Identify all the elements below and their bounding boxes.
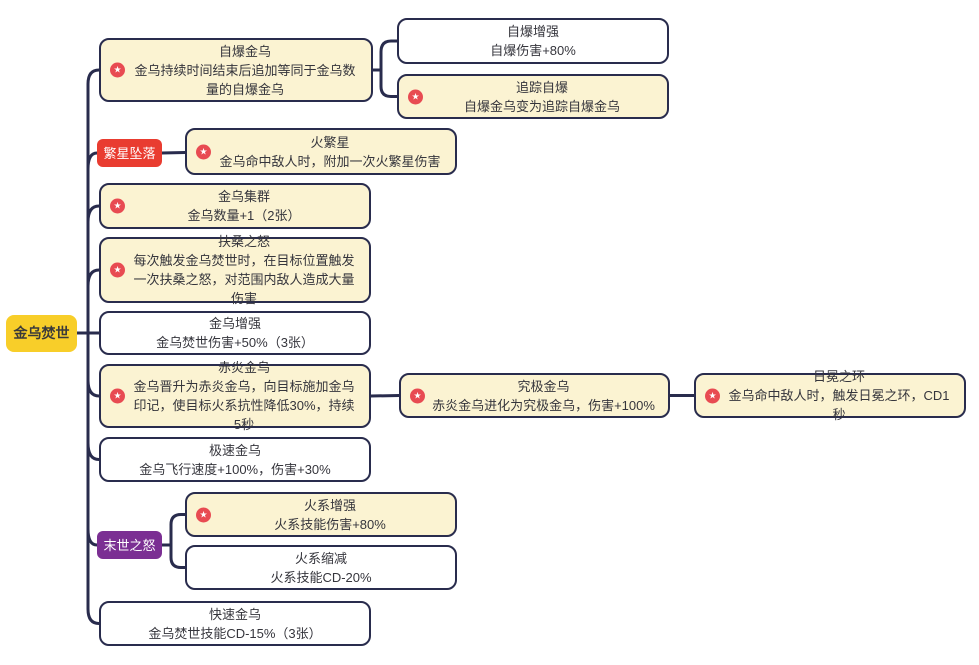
node-title: 末世之怒 [103,537,156,553]
node-huo-fanxing[interactable]: ★ 火繁星金乌命中敌人时，附加一次火繁星伤害 [185,128,457,175]
connector-path [86,527,99,547]
node-title: 极速金乌 [208,442,261,458]
node-title: 金乌焚世 [13,325,70,341]
node-title: 金乌集群 [217,189,270,204]
node-title: 追踪自爆 [515,79,568,95]
node-title: 自爆增强 [506,24,559,39]
node-fusang-zhinu[interactable]: ★ 扶桑之怒每次触发金乌焚世时，在目标位置触发一次扶桑之怒，对范围内敌人造成大量伤… [99,234,371,306]
node-desc: 自爆伤害+80% [490,43,576,58]
node-desc: 金乌持续时间结束后追加等同于金乌数量的自爆金乌 [134,62,356,97]
connector-path [86,378,101,398]
star-icon: ★ [110,198,125,214]
star-icon: ★ [705,388,720,403]
connector-path [86,68,101,625]
star-icon: ★ [110,388,125,404]
node-root[interactable]: 金乌焚世 [6,315,77,352]
node-jisu-jinwu[interactable]: 极速金乌金乌飞行速度+100%，伤害+30% [99,437,371,482]
node-fanxing-zhuiluo[interactable]: 繁星坠落 [97,139,162,167]
node-desc: 金乌命中敌人时，触发日冕之环，CD1秒 [728,388,950,422]
node-title: 快速金乌 [208,606,261,622]
node-huoxi-suojian[interactable]: 火系缩减火系技能CD-20% [185,545,457,590]
node-title: 金乌增强 [208,316,261,331]
node-jinwu-zengqiang[interactable]: 金乌增强金乌焚世伤害+50%（3张） [99,311,371,355]
node-desc: 火系技能伤害+80% [274,516,386,532]
star-icon: ★ [196,507,211,522]
node-jinwu-jiqun[interactable]: ★ 金乌集群金乌数量+1（2张） [99,183,371,229]
node-desc: 金乌命中敌人时，附加一次火繁星伤害 [219,153,441,169]
node-title: 究极金乌 [517,378,570,394]
connector-path [379,68,399,98]
node-title: 赤炎金乌 [217,360,270,375]
node-desc: 赤炎金乌进化为究极金乌，伤害+100% [432,397,655,413]
node-kuaisu-jinwu[interactable]: 快速金乌金乌焚世技能CD-15%（3张） [99,601,371,646]
node-zibao-zengqiang[interactable]: 自爆增强自爆伤害+80% [397,18,669,64]
connector-path [86,441,101,461]
node-rimian-zhihuan[interactable]: ★ 日冕之环金乌命中敌人时，触发日冕之环，CD1秒 [694,369,966,422]
connector-path [86,268,101,288]
star-icon: ★ [196,144,211,159]
node-zibao-jinwu[interactable]: ★ 自爆金乌金乌持续时间结束后追加等同于金乌数量的自爆金乌 [99,38,373,102]
node-title: 日冕之环 [812,369,865,384]
node-title: 繁星坠落 [103,145,156,161]
star-icon: ★ [410,388,425,403]
node-desc: 火系技能CD-20% [270,569,372,585]
node-desc: 金乌飞行速度+100%，伤害+30% [139,461,331,477]
connector-path [169,513,187,547]
node-chiyan-jinwu[interactable]: ★ 赤炎金乌金乌晋升为赤炎金乌，向目标施加金乌印记，使目标火系抗性降低30%，持续… [99,360,371,432]
node-desc: 金乌数量+1（2张） [187,208,301,223]
node-jiuji-jinwu[interactable]: ★ 究极金乌赤炎金乌进化为究极金乌，伤害+100% [399,373,670,418]
connector-path [160,151,187,155]
node-desc: 每次触发金乌焚世时，在目标位置触发一次扶桑之怒，对范围内敌人造成大量伤害 [133,253,355,306]
star-icon: ★ [110,62,125,78]
star-icon: ★ [408,89,423,104]
node-zhuizong-zibao[interactable]: ★ 追踪自爆自爆金乌变为追踪自爆金乌 [397,74,669,119]
node-desc: 自爆金乌变为追踪自爆金乌 [463,98,620,114]
star-icon: ★ [110,262,125,278]
connector-path [169,543,187,569]
node-title: 火系缩减 [294,550,347,566]
node-desc: 金乌晋升为赤炎金乌，向目标施加金乌印记，使目标火系抗性降低30%，持续5秒 [133,379,355,432]
node-title: 火繁星 [310,134,350,150]
node-desc: 金乌焚世技能CD-15%（3张） [148,625,322,641]
node-title: 扶桑之怒 [217,234,270,249]
connector-path [86,151,99,171]
node-moshi-zhinu[interactable]: 末世之怒 [97,531,162,559]
connector-path [369,394,401,398]
connector-path [379,39,399,72]
node-huoxi-zengqiang[interactable]: ★ 火系增强火系技能伤害+80% [185,492,457,537]
node-desc: 金乌焚世伤害+50%（3张） [156,335,314,350]
connector-path [86,204,101,224]
node-title: 火系增强 [303,497,356,513]
node-title: 自爆金乌 [218,43,271,59]
